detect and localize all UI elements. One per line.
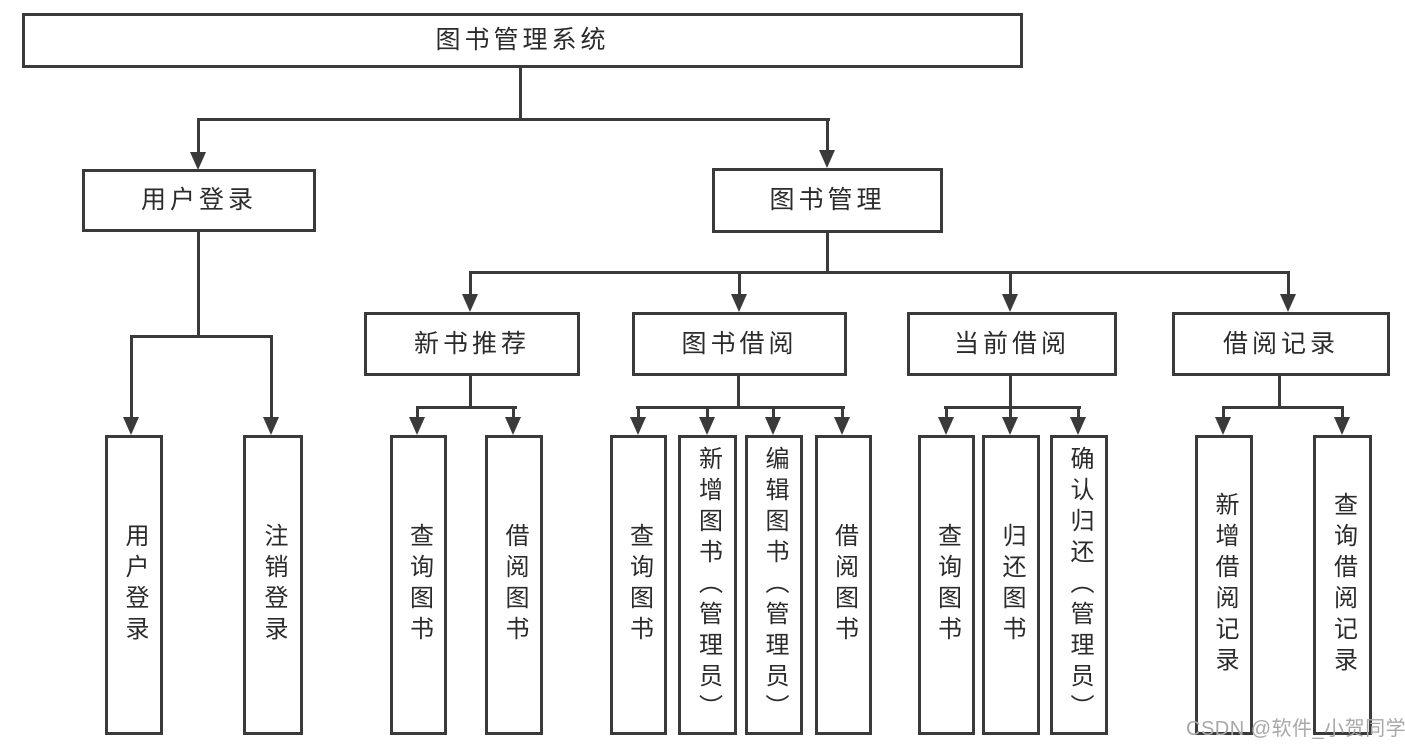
leaf-borrow-books-recommend: 借阅图书 bbox=[485, 435, 543, 735]
connector-line bbox=[1009, 406, 1012, 420]
connector-line bbox=[270, 335, 273, 419]
arrowhead-down-icon bbox=[1002, 294, 1018, 312]
node-label: 当前借阅 bbox=[953, 329, 1070, 358]
connector-line bbox=[772, 406, 775, 420]
leaf-add-borrow-record: 新增借阅记录 bbox=[1195, 435, 1253, 735]
arrowhead-down-icon bbox=[1280, 294, 1296, 312]
leaf-edit-books-admin: 编辑图书（管理员） bbox=[745, 435, 803, 735]
arrowhead-down-icon bbox=[123, 417, 139, 435]
connector-line bbox=[1009, 376, 1012, 406]
node-label: 新增图书（管理员） bbox=[694, 445, 722, 725]
connector-line bbox=[416, 406, 517, 409]
connector-line bbox=[519, 68, 522, 118]
connector-line bbox=[945, 406, 948, 420]
arrowhead-down-icon bbox=[462, 294, 478, 312]
node-label: 编辑图书（管理员） bbox=[761, 445, 788, 725]
node-current-borrowing: 当前借阅 bbox=[907, 312, 1117, 376]
node-label: 查询图书 bbox=[625, 523, 653, 647]
connector-line bbox=[130, 335, 133, 419]
leaf-add-books-admin: 新增图书（管理员） bbox=[678, 435, 737, 735]
connector-line bbox=[512, 406, 515, 420]
node-label: 用户登录 bbox=[140, 186, 257, 214]
node-label: 归还图书 bbox=[998, 523, 1025, 647]
connector-line bbox=[1278, 376, 1281, 406]
csdn-watermark: CSDN @软件_小贺同学 bbox=[1186, 718, 1405, 740]
node-label: 注销登录 bbox=[260, 523, 287, 647]
arrowhead-down-icon bbox=[834, 417, 850, 435]
connector-line bbox=[826, 118, 829, 153]
connector-line bbox=[738, 271, 741, 296]
node-library-system: 图书管理系统 bbox=[22, 13, 1023, 68]
leaf-user-login: 用户登录 bbox=[105, 435, 163, 735]
connector-line bbox=[1341, 406, 1344, 420]
node-new-book-recommendation: 新书推荐 bbox=[364, 312, 580, 376]
connector-line bbox=[469, 271, 1290, 274]
connector-line bbox=[1287, 271, 1290, 296]
leaf-query-books-recommend: 查询图书 bbox=[390, 435, 447, 735]
connector-line bbox=[416, 406, 419, 420]
node-label: 新书推荐 bbox=[413, 329, 530, 358]
connector-line bbox=[130, 335, 273, 338]
leaf-query-books-borrowing: 查询图书 bbox=[610, 435, 667, 735]
node-label: 查询图书 bbox=[933, 523, 961, 647]
connector-line bbox=[1222, 406, 1344, 409]
node-book-management: 图书管理 bbox=[712, 168, 943, 233]
arrowhead-down-icon bbox=[505, 417, 521, 435]
node-label: 图书管理 bbox=[769, 186, 886, 214]
arrowhead-down-icon bbox=[731, 294, 747, 312]
arrowhead-down-icon bbox=[1070, 417, 1086, 435]
arrowhead-down-icon bbox=[1002, 417, 1018, 435]
node-label: 新增借阅记录 bbox=[1211, 492, 1238, 678]
arrowhead-down-icon bbox=[630, 417, 646, 435]
leaf-return-books: 归还图书 bbox=[982, 435, 1040, 735]
connector-line bbox=[1222, 406, 1225, 420]
connector-line bbox=[706, 406, 709, 420]
arrowhead-down-icon bbox=[263, 417, 279, 435]
connector-line bbox=[1009, 271, 1012, 296]
node-label: 借阅记录 bbox=[1222, 329, 1339, 358]
arrowhead-down-icon bbox=[1215, 417, 1231, 435]
connector-line bbox=[841, 406, 844, 420]
connector-line bbox=[469, 271, 472, 296]
connector-line bbox=[1077, 406, 1080, 420]
leaf-query-books-current: 查询图书 bbox=[918, 435, 975, 735]
node-user-login: 用户登录 bbox=[82, 169, 316, 232]
node-borrowing-records: 借阅记录 bbox=[1172, 312, 1390, 376]
connector-line bbox=[637, 406, 640, 420]
leaf-query-borrow-record: 查询借阅记录 bbox=[1313, 435, 1372, 735]
connector-line bbox=[197, 232, 200, 335]
arrowhead-down-icon bbox=[409, 417, 425, 435]
node-label: 用户登录 bbox=[121, 523, 148, 647]
node-label: 借阅图书 bbox=[501, 523, 528, 647]
node-label: 借阅图书 bbox=[830, 523, 858, 647]
connector-line bbox=[197, 118, 200, 155]
leaf-logout: 注销登录 bbox=[243, 435, 303, 735]
node-book-borrowing: 图书借阅 bbox=[632, 312, 847, 376]
connector-line bbox=[469, 376, 472, 406]
arrowhead-down-icon bbox=[699, 417, 715, 435]
arrowhead-down-icon bbox=[819, 150, 835, 168]
arrowhead-down-icon bbox=[765, 417, 781, 435]
connector-line bbox=[197, 118, 830, 121]
node-label: 查询图书 bbox=[405, 523, 433, 647]
leaf-confirm-return-admin: 确认归还（管理员） bbox=[1050, 435, 1108, 735]
connector-line bbox=[636, 406, 845, 409]
arrowhead-down-icon bbox=[190, 152, 206, 170]
arrowhead-down-icon bbox=[938, 417, 954, 435]
node-label: 查询借阅记录 bbox=[1329, 492, 1357, 678]
arrowhead-down-icon bbox=[1334, 417, 1350, 435]
connector-line bbox=[944, 406, 1081, 409]
connector-line bbox=[737, 376, 740, 406]
leaf-borrow-books: 借阅图书 bbox=[815, 435, 872, 735]
node-label: 图书借阅 bbox=[681, 329, 798, 358]
node-label: 确认归还（管理员） bbox=[1066, 445, 1093, 725]
connector-line bbox=[826, 233, 829, 271]
node-label: 图书管理系统 bbox=[435, 26, 610, 54]
